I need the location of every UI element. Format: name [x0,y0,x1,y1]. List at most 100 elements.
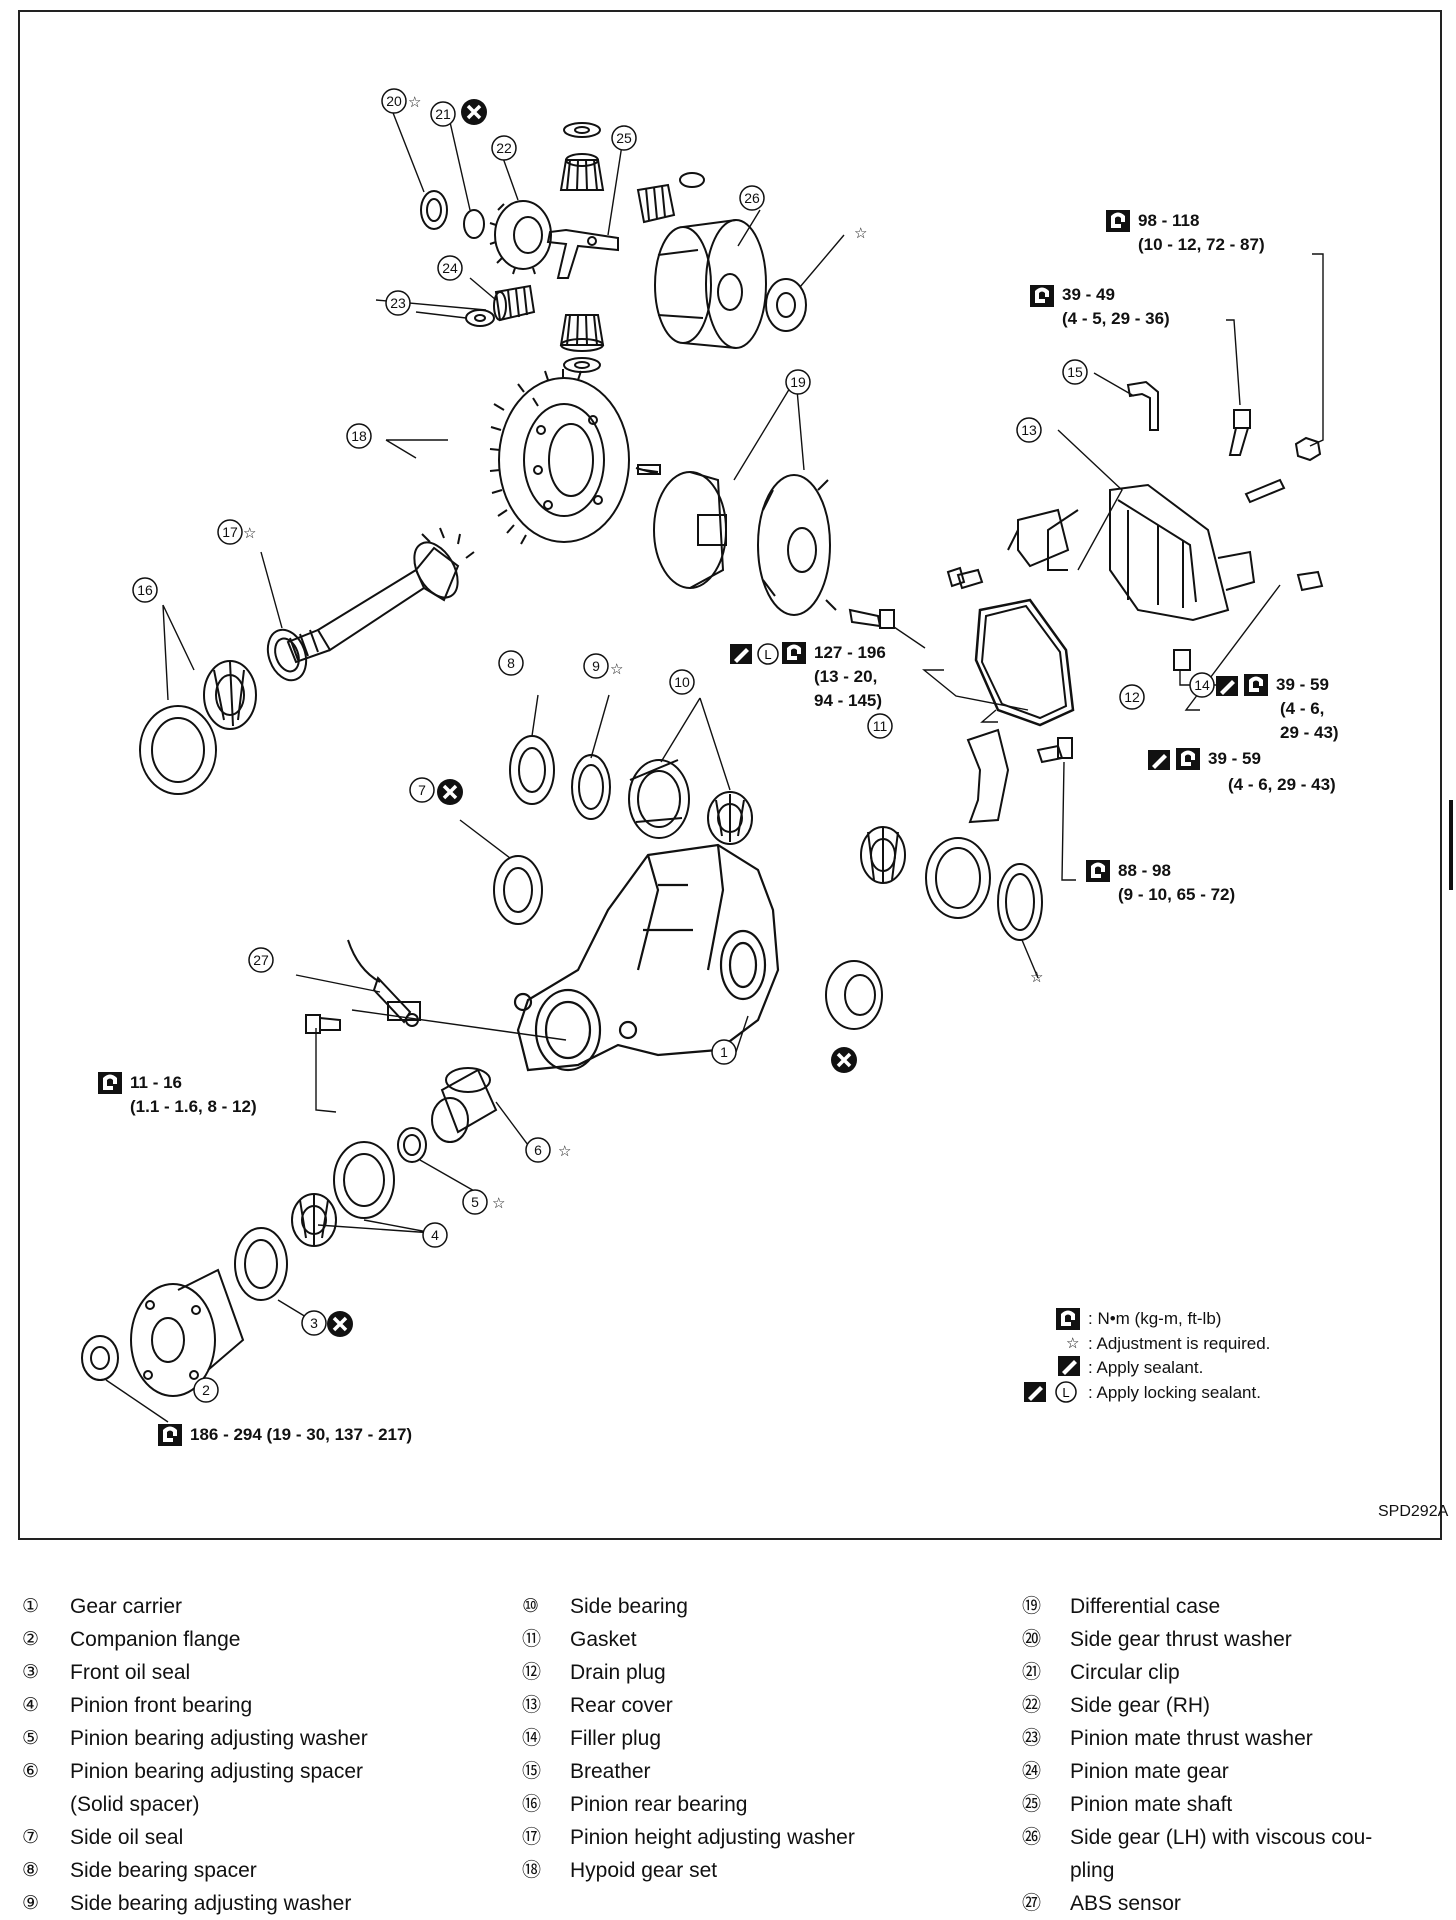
part-name: Rear cover [570,1694,673,1717]
legend-locking: : Apply locking sealant. [1088,1383,1261,1402]
part-name: Pinion mate shaft [1070,1793,1233,1816]
torque-127-196-alt2: 94 - 145) [814,691,882,710]
parts-list-item: ⑭ Filler plug [522,1722,962,1755]
callout-11: 11 [873,718,888,734]
callout-15: 15 [1067,364,1083,380]
leader-lines [105,99,1324,1423]
gasket-11 [974,598,1075,727]
callout-27: 27 [253,952,269,968]
callout-14: 14 [1194,677,1210,693]
side-bearing-washer-9 [571,754,611,820]
cap-bolt [1036,737,1073,764]
callout-7: 7 [418,782,426,798]
abs-sensor-bolt [305,1014,341,1034]
callout-26: 26 [744,190,760,206]
part-number: ⑤ [22,1728,40,1749]
torque-icon [158,1424,182,1446]
exploded-view-diagram: 20 21 22 23 24 25 26 19 18 17 16 8 9 10 … [18,10,1449,1540]
part-number: ⑭ [522,1728,542,1749]
callout-12: 12 [1124,689,1140,705]
locking-l-icon: L [757,643,779,665]
part-number: ㉒ [1022,1695,1042,1716]
part-name: Companion flange [70,1628,241,1651]
stud [1244,478,1286,504]
part-number: ㉓ [1022,1728,1042,1749]
callout-6: 6 [534,1142,542,1158]
callout-24: 24 [442,260,458,276]
part-name: Pinion mate gear [1070,1760,1229,1783]
replace-mark-3 [325,1309,355,1339]
side-bearing-10 [628,759,753,845]
callout-4: 4 [431,1227,439,1243]
part-name: Side gear (RH) [1070,1694,1211,1717]
part-name: Pinion bearing adjusting washer [70,1727,368,1750]
part-number: ⑪ [522,1629,542,1650]
torque-39-59-filler-alt: (4 - 6, [1280,699,1324,718]
callout-23: 23 [390,295,406,311]
part-name: Side bearing adjusting washer [70,1892,352,1915]
torque-icon [1030,285,1054,307]
companion-flange-2 [130,1268,245,1397]
part-number: ㉖ [1022,1827,1042,1848]
part-number: ⑥ [22,1761,40,1782]
part-name: Pinion rear bearing [570,1793,748,1816]
rear-cover-13 [1047,483,1256,622]
filler-plug-14 [1296,570,1324,592]
part-number: ① [22,1596,40,1617]
svg-text:☆: ☆ [610,660,623,678]
svg-text:☆: ☆ [558,1142,571,1160]
svg-text:☆: ☆ [243,524,256,542]
parts-list-item: ⑯ Pinion rear bearing [522,1788,962,1821]
part-number: ⑯ [522,1794,542,1815]
part-name: Pinion mate thrust washer [1070,1727,1313,1750]
callout-2: 2 [202,1382,210,1398]
gear-carrier-1 [513,843,780,1072]
torque-88-98: 88 - 98 [1118,861,1171,880]
svg-text:☆: ☆ [854,224,867,242]
sealant-icon [730,644,752,664]
torque-98-118-alt: (10 - 12, 72 - 87) [1138,235,1265,254]
part-name: Side gear thrust washer [1070,1628,1292,1651]
part-number: ⑬ [522,1695,542,1716]
part-number: ⑳ [1022,1629,1042,1650]
svg-text:☆: ☆ [492,1194,505,1212]
torque-39-49-alt: (4 - 5, 29 - 36) [1062,309,1170,328]
side-oil-seal-right [825,960,883,1030]
callout-21: 21 [435,106,451,122]
svg-text:☆: ☆ [408,93,421,111]
part-name: Side bearing [570,1595,688,1618]
side-oil-seal-7 [493,855,543,925]
side-gear-rh-22 [489,200,552,275]
rear-cover-nut [1294,436,1322,462]
svg-text:☆: ☆ [1030,968,1043,986]
part-number: ⑰ [522,1827,542,1848]
callout-3: 3 [310,1315,318,1331]
legend-l-icon: L [1062,1385,1069,1400]
washer-right-star [765,278,807,332]
drive-pinion [286,527,475,664]
part-number: ⑨ [22,1893,40,1914]
torque-icon [1086,860,1110,882]
torque-98-118: 98 - 118 [1138,211,1199,230]
callout-group [132,88,1215,1403]
front-oil-seal-3 [234,1227,288,1301]
svg-text:L: L [764,647,771,662]
sealant-icon [1216,676,1238,696]
pinion-mate-gear-24 [493,284,536,322]
callout-10: 10 [674,674,690,690]
part-name: ABS sensor [1070,1892,1181,1915]
callout-19: 19 [790,374,806,390]
cover-bolt-left [946,566,984,590]
side-bearing-cap [966,728,1010,824]
part-name: Filler plug [570,1727,662,1750]
replace-mark-side-seal [829,1045,859,1075]
circular-clip-21 [463,209,485,239]
torque-88-98-alt: (9 - 10, 65 - 72) [1118,885,1235,904]
torque-11-16: 11 - 16 [130,1073,182,1092]
